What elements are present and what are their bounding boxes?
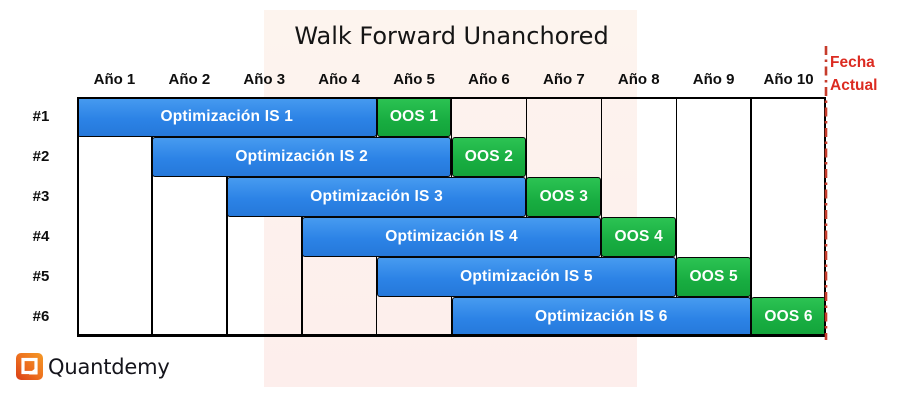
year-header: Año 8: [617, 71, 660, 88]
is-bar: Optimización IS 2: [151, 137, 452, 177]
row-label: #4: [32, 228, 50, 245]
year-header: Año 3: [243, 71, 286, 88]
quantdemy-logo-text: Quantdemy: [48, 354, 170, 379]
grid-vline: [226, 97, 228, 337]
year-header: Año 6: [468, 71, 510, 88]
is-bar: Optimización IS 3: [226, 177, 527, 217]
oos-bar: OOS 4: [601, 217, 677, 257]
oos-bar: OOS 1: [376, 97, 452, 137]
year-header: Año 5: [393, 71, 435, 88]
oos-bar: OOS 2: [451, 137, 527, 177]
row-label: #3: [32, 188, 50, 205]
grid-vline: [675, 97, 677, 337]
grid-vline: [750, 97, 752, 337]
chart-title: Walk Forward Unanchored: [294, 22, 609, 50]
oos-bar: OOS 5: [676, 257, 752, 297]
is-bar: Optimización IS 1: [77, 97, 377, 137]
oos-bar: OOS 6: [751, 297, 826, 337]
grid-vline: [301, 97, 303, 337]
year-header: Año 2: [168, 71, 211, 88]
oos-bar: OOS 3: [526, 177, 602, 217]
year-header: Año 4: [318, 71, 360, 88]
year-header: Año 10: [763, 71, 814, 88]
year-header: Año 7: [543, 71, 585, 88]
current-date-label-line2: Actual: [830, 77, 878, 94]
is-bar: Optimización IS 4: [301, 217, 602, 257]
current-date-label-line1: Fecha: [830, 54, 875, 71]
row-label: #5: [32, 268, 50, 285]
year-header: Año 9: [692, 71, 735, 88]
is-bar: Optimización IS 6: [451, 297, 752, 337]
grid-vline: [151, 97, 153, 337]
quantdemy-logo: Quantdemy: [16, 353, 170, 380]
is-bar: Optimización IS 5: [376, 257, 677, 297]
year-header: Año 1: [93, 71, 136, 88]
row-label: #2: [32, 148, 50, 165]
quantdemy-logo-icon: [16, 353, 43, 380]
row-label: #1: [32, 108, 50, 125]
row-label: #6: [32, 308, 50, 325]
